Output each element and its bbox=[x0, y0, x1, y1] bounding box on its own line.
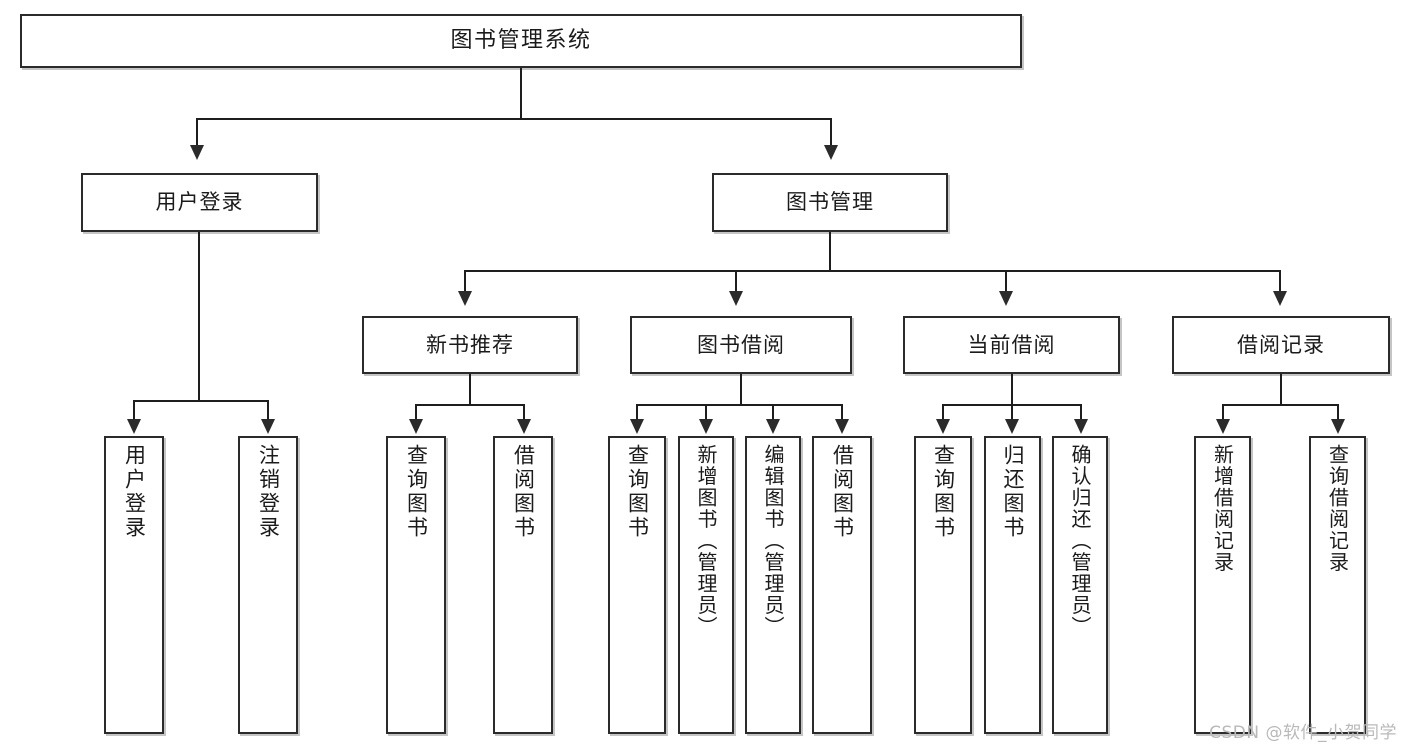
connector-user-login-bus bbox=[133, 400, 267, 402]
leaf-borrow-book-newbook[interactable]: 借阅图书 bbox=[493, 436, 553, 734]
arrow-current-borrow-leaf-2 bbox=[1005, 419, 1019, 434]
node-borrow-records[interactable]: 借阅记录 bbox=[1172, 316, 1390, 374]
node-label: 用户登录 bbox=[155, 190, 244, 215]
node-new-book-recommend[interactable]: 新书推荐 bbox=[362, 316, 578, 374]
connector-new-book-stem bbox=[469, 374, 471, 406]
connector-book-borrow-leaf-4 bbox=[841, 404, 843, 422]
connector-book-mgmt-bus bbox=[464, 270, 1281, 272]
connector-new-book-leaf-1 bbox=[415, 404, 417, 422]
connector-current-borrow-leaf-2 bbox=[1011, 404, 1013, 422]
connector-to-current-borrow bbox=[1005, 270, 1007, 294]
node-label: 借阅图书 bbox=[511, 444, 536, 540]
connector-current-borrow-stem bbox=[1011, 374, 1013, 406]
node-book-management[interactable]: 图书管理 bbox=[712, 173, 948, 232]
arrow-user-login-leaf-1 bbox=[127, 419, 141, 434]
node-label: 图书管理系统 bbox=[450, 28, 592, 54]
arrow-to-book-borrow bbox=[729, 291, 743, 306]
arrow-to-book-mgmt bbox=[824, 145, 838, 160]
arrow-user-login-leaf-2 bbox=[261, 419, 275, 434]
leaf-query-book-newbook[interactable]: 查询图书 bbox=[386, 436, 446, 734]
connector-root-bus bbox=[196, 118, 832, 120]
arrow-to-user-login bbox=[190, 145, 204, 160]
node-label: 图书借阅 bbox=[697, 332, 785, 357]
arrow-current-borrow-leaf-3 bbox=[1074, 419, 1088, 434]
connector-to-user-login bbox=[196, 118, 198, 148]
node-label: 当前借阅 bbox=[967, 332, 1056, 357]
node-root-system[interactable]: 图书管理系统 bbox=[20, 14, 1022, 68]
node-label: 查询借阅记录 bbox=[1325, 444, 1350, 573]
connector-to-borrow-records bbox=[1279, 270, 1281, 294]
arrow-book-borrow-leaf-4 bbox=[835, 419, 849, 434]
leaf-return-book[interactable]: 归还图书 bbox=[984, 436, 1041, 734]
leaf-edit-book-admin[interactable]: 编辑图书（管理员） bbox=[745, 436, 801, 734]
node-book-borrow[interactable]: 图书借阅 bbox=[630, 316, 852, 374]
arrow-to-borrow-records bbox=[1273, 291, 1287, 306]
arrow-book-borrow-leaf-2 bbox=[699, 419, 713, 434]
connector-user-login-leaf-2 bbox=[267, 400, 269, 422]
node-label: 新增借阅记录 bbox=[1210, 444, 1235, 573]
leaf-user-login[interactable]: 用户登录 bbox=[104, 436, 164, 734]
connector-to-book-borrow bbox=[735, 270, 737, 294]
connector-borrow-records-bus bbox=[1222, 404, 1339, 406]
node-label: 归还图书 bbox=[1001, 444, 1025, 540]
arrow-book-borrow-leaf-1 bbox=[630, 419, 644, 434]
connector-borrow-records-leaf-1 bbox=[1222, 404, 1224, 422]
arrow-current-borrow-leaf-1 bbox=[936, 419, 950, 434]
connector-new-book-bus bbox=[415, 404, 525, 406]
node-label: 新增图书（管理员） bbox=[694, 444, 718, 638]
leaf-query-borrow-record[interactable]: 查询借阅记录 bbox=[1309, 436, 1366, 734]
node-label: 查询图书 bbox=[404, 444, 429, 540]
connector-book-borrow-stem bbox=[740, 374, 742, 406]
node-label: 确认归还（管理员） bbox=[1068, 444, 1092, 638]
connector-borrow-records-leaf-2 bbox=[1337, 404, 1339, 422]
connector-current-borrow-leaf-1 bbox=[942, 404, 944, 422]
connector-borrow-records-stem bbox=[1280, 374, 1282, 406]
node-label: 查询图书 bbox=[625, 444, 650, 540]
connector-current-borrow-leaf-3 bbox=[1080, 404, 1082, 422]
leaf-query-book-current[interactable]: 查询图书 bbox=[914, 436, 972, 734]
leaf-borrow-book[interactable]: 借阅图书 bbox=[812, 436, 872, 734]
node-label: 借阅记录 bbox=[1237, 332, 1325, 357]
arrow-book-borrow-leaf-3 bbox=[766, 419, 780, 434]
leaf-add-borrow-record[interactable]: 新增借阅记录 bbox=[1194, 436, 1251, 734]
connector-book-borrow-leaf-2 bbox=[705, 404, 707, 422]
node-label: 新书推荐 bbox=[426, 332, 514, 357]
node-label: 查询图书 bbox=[931, 444, 956, 540]
node-label: 注销登录 bbox=[256, 444, 281, 540]
connector-root-stem bbox=[520, 68, 522, 118]
node-user-login[interactable]: 用户登录 bbox=[81, 173, 318, 232]
connector-user-login-stem bbox=[198, 232, 200, 402]
arrow-new-book-leaf-2 bbox=[517, 419, 531, 434]
connector-to-book-mgmt bbox=[830, 118, 832, 148]
leaf-confirm-return-admin[interactable]: 确认归还（管理员） bbox=[1052, 436, 1108, 734]
connector-book-borrow-leaf-1 bbox=[636, 404, 638, 422]
node-label: 借阅图书 bbox=[830, 444, 855, 540]
arrow-to-new-book bbox=[458, 291, 472, 306]
arrow-to-current-borrow bbox=[999, 291, 1013, 306]
connector-book-borrow-leaf-3 bbox=[772, 404, 774, 422]
connector-new-book-leaf-2 bbox=[523, 404, 525, 422]
connector-book-mgmt-stem bbox=[829, 232, 831, 272]
node-current-borrow[interactable]: 当前借阅 bbox=[903, 316, 1120, 374]
leaf-query-book-borrow[interactable]: 查询图书 bbox=[608, 436, 666, 734]
connector-book-borrow-bus bbox=[636, 404, 842, 406]
node-label: 用户登录 bbox=[122, 444, 147, 540]
arrow-borrow-records-leaf-2 bbox=[1331, 419, 1345, 434]
node-label: 编辑图书（管理员） bbox=[761, 444, 785, 638]
leaf-add-book-admin[interactable]: 新增图书（管理员） bbox=[678, 436, 734, 734]
node-label: 图书管理 bbox=[786, 190, 874, 215]
connector-to-new-book bbox=[464, 270, 466, 294]
arrow-borrow-records-leaf-1 bbox=[1216, 419, 1230, 434]
leaf-user-logout[interactable]: 注销登录 bbox=[238, 436, 298, 734]
connector-user-login-leaf-1 bbox=[133, 400, 135, 422]
arrow-new-book-leaf-1 bbox=[409, 419, 423, 434]
csdn-watermark: CSDN @软件_小贺同学 bbox=[1209, 723, 1397, 743]
